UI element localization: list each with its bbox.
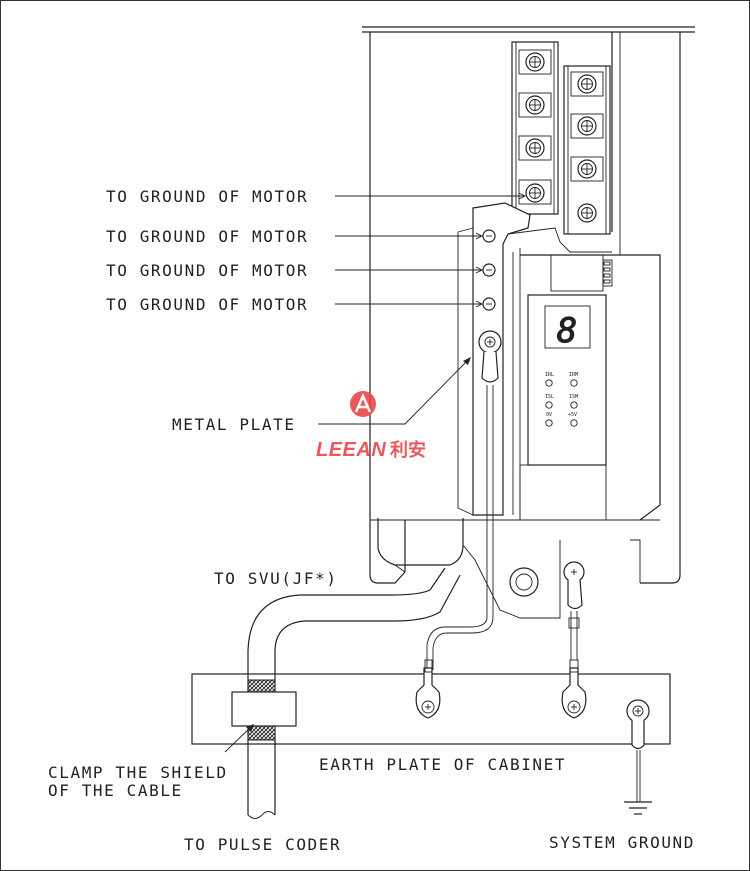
amplifier-unit (362, 26, 695, 584)
ground-wire-from-plate (426, 330, 502, 670)
led-label: ISL (545, 394, 554, 400)
terminal-screw (518, 92, 552, 118)
terminal-screw (518, 135, 552, 161)
label-to-pulse-coder: TO PULSE CODER (184, 835, 341, 854)
led-indicator (570, 419, 578, 427)
brand-watermark-cjk: 利安 (390, 439, 426, 461)
ground-symbol-icon (624, 801, 652, 815)
brand-watermark: LEEAN 利安 (316, 391, 426, 461)
terminal-block-left (511, 41, 559, 215)
terminal-screw (570, 156, 604, 182)
led-label: ISM (569, 394, 578, 400)
terminal-screw (518, 179, 552, 205)
label-clamp-line2: OF THE CABLE (48, 781, 183, 800)
cable-clamp (231, 691, 297, 727)
earth-plate (191, 659, 671, 802)
metal-plate (457, 202, 612, 516)
led-indicators: IRL IRM ISL ISM 0V +5V (545, 372, 578, 427)
status-panel: 8 (519, 254, 661, 521)
led-indicator (570, 379, 578, 387)
led-indicator (545, 401, 553, 409)
unit-bottom (377, 518, 585, 660)
label-earth-plate: EARTH PLATE OF CABINET (319, 755, 566, 774)
labels: TO GROUND OF MOTOR TO GROUND OF MOTOR TO… (48, 187, 695, 854)
led-label: 0V (546, 412, 552, 418)
label-motor-ground-4: TO GROUND OF MOTOR (106, 295, 308, 314)
brand-watermark-latin: LEEAN (316, 439, 386, 461)
led-indicator (545, 379, 553, 387)
label-motor-ground-1: TO GROUND OF MOTOR (106, 187, 308, 206)
label-clamp-line1: CLAMP THE SHIELD (48, 763, 228, 782)
seven-segment-digit: 8 (557, 311, 577, 351)
terminal-block-right (563, 65, 611, 235)
label-motor-ground-3: TO GROUND OF MOTOR (106, 261, 308, 280)
terminal-screw (518, 49, 552, 75)
shielded-cable (247, 567, 461, 819)
brand-logo-icon (350, 391, 376, 417)
label-metal-plate: METAL PLATE (172, 415, 296, 434)
terminal-screw (570, 71, 604, 97)
terminal-screw (570, 113, 604, 139)
terminal-screw (577, 203, 597, 223)
leader-lines (224, 192, 527, 753)
led-label: IRM (569, 372, 578, 378)
led-label: +5V (568, 412, 577, 418)
led-indicator (545, 419, 553, 427)
led-indicator (570, 401, 578, 409)
led-label: IRL (545, 372, 554, 378)
label-system-ground: SYSTEM GROUND (549, 833, 695, 852)
label-motor-ground-2: TO GROUND OF MOTOR (106, 227, 308, 246)
label-to-svu: TO SVU(JF*) (214, 569, 338, 588)
